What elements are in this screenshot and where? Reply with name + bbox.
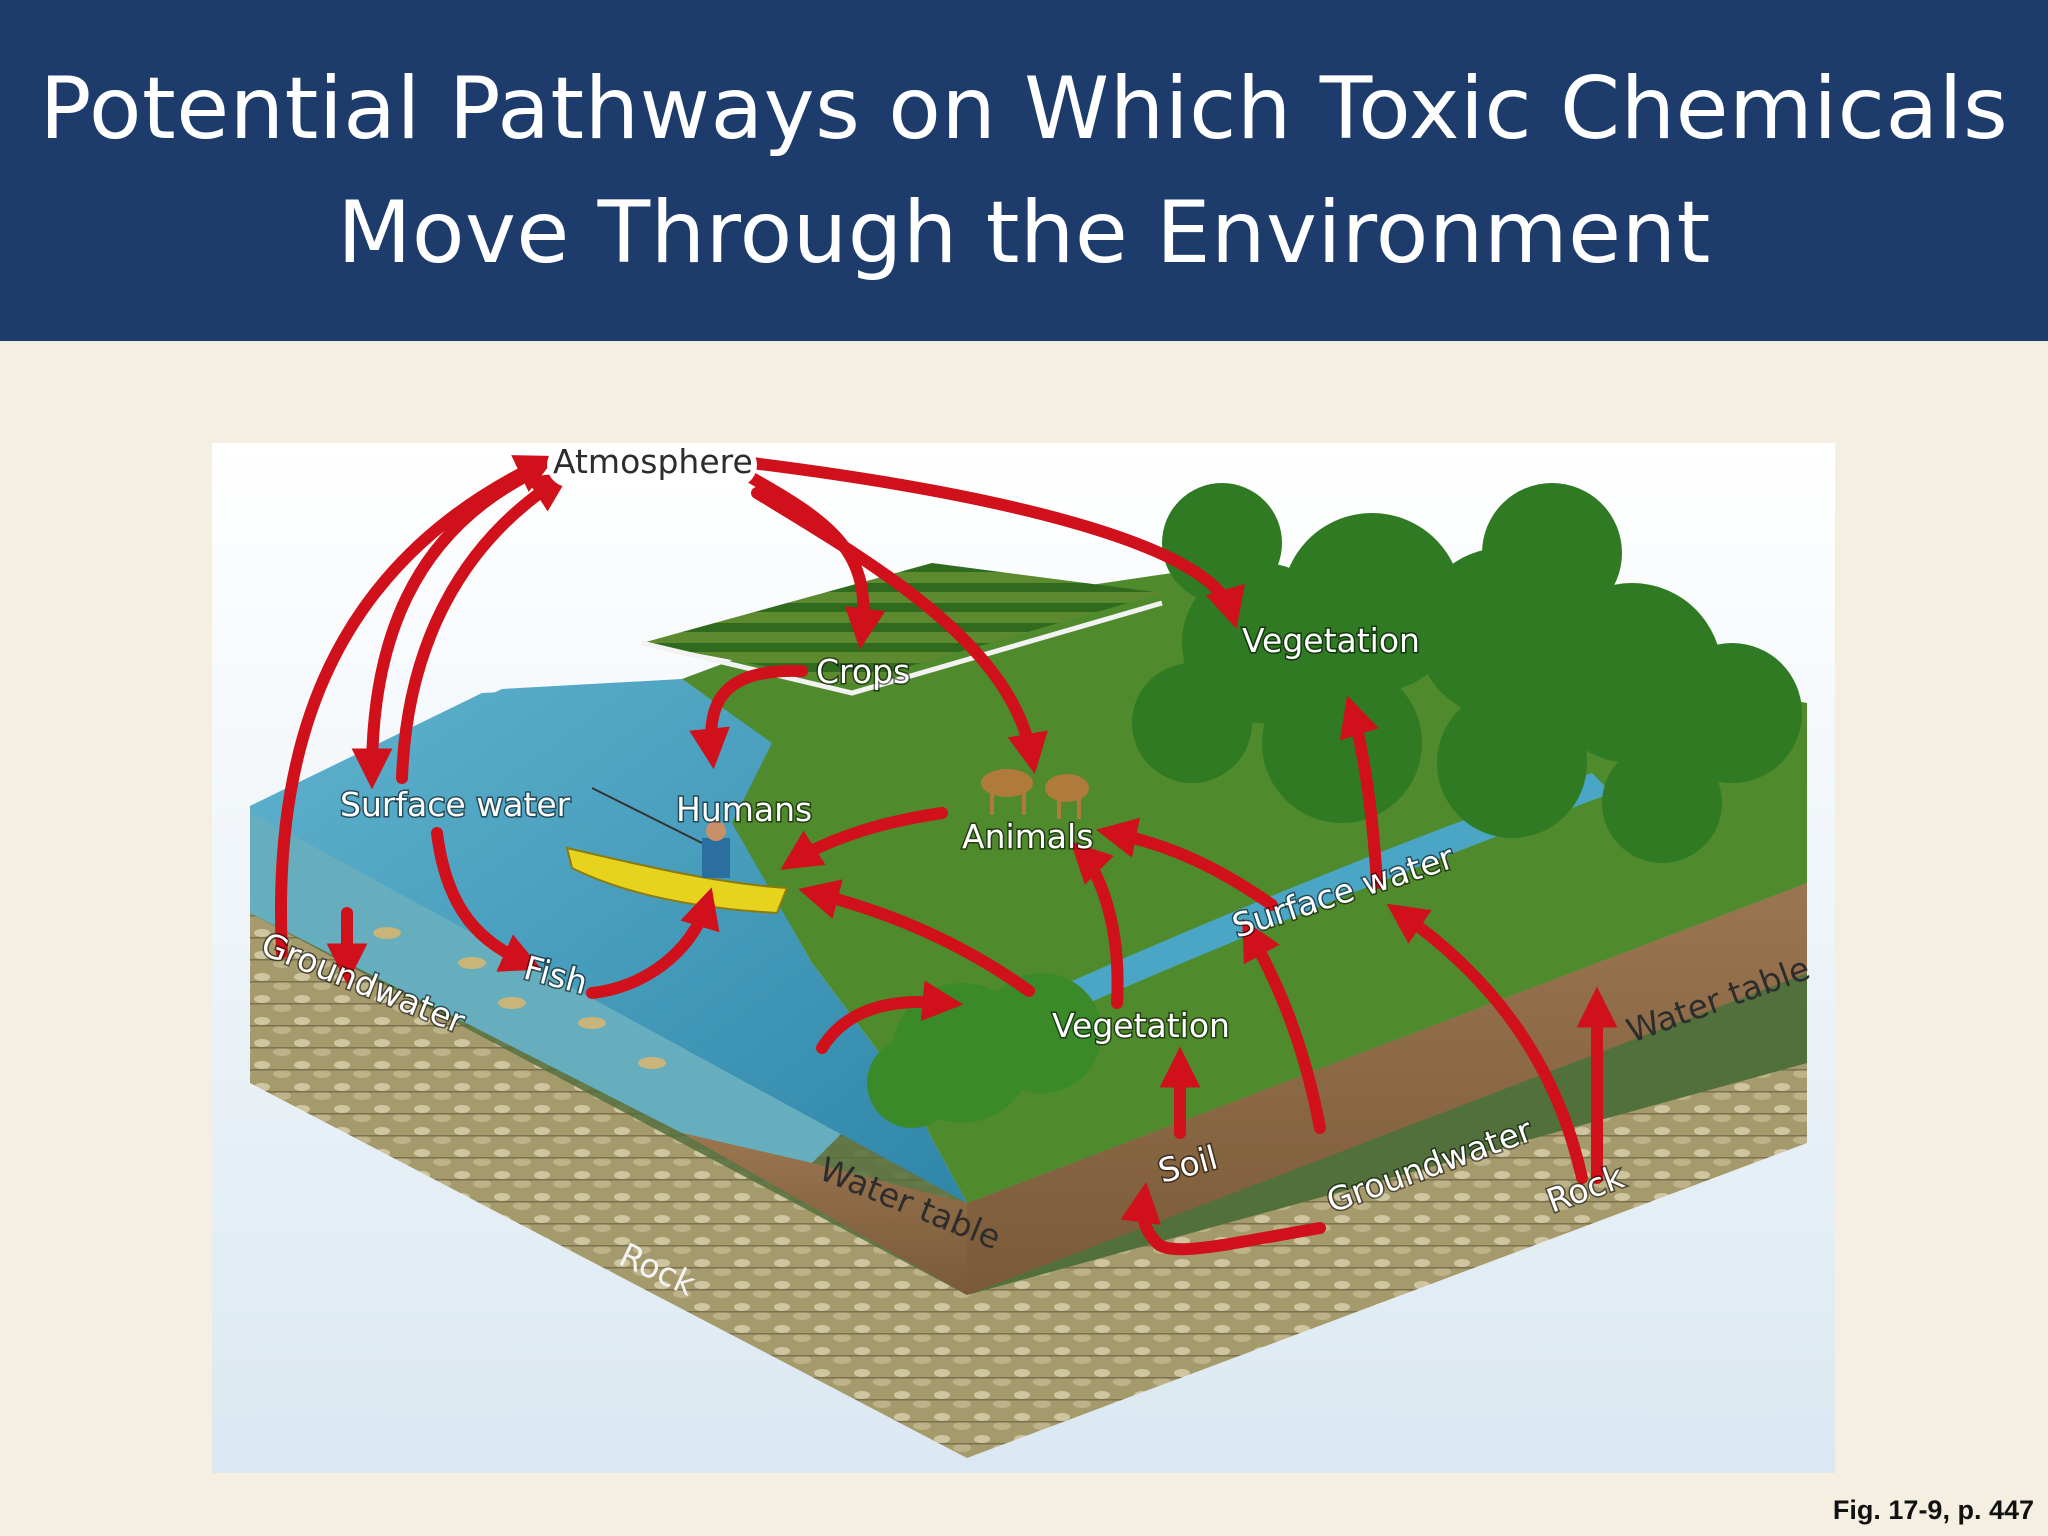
- label-vegetation-top: Vegetation: [1242, 621, 1420, 660]
- arrow-vegetation-to-animals: [1070, 841, 1124, 1009]
- forest-trees: [1132, 483, 1802, 863]
- arrow-groundwater-to-soil: [1120, 1181, 1326, 1256]
- figure-reference: Fig. 17-9, p. 447: [1832, 1495, 2034, 1525]
- water-cross-section: [250, 806, 852, 1163]
- arrow-water-to-vegetation: [816, 980, 964, 1054]
- diagram-canvas: Atmosphere Crops Vegetation Surface wate…: [212, 443, 1835, 1473]
- arrow-animals-to-humans: [780, 807, 948, 870]
- atmosphere-label-bg: [547, 443, 757, 487]
- arrow-surface-water-to-vegetation: [1339, 695, 1383, 889]
- arrow-surface-water-to-animals: [1095, 817, 1278, 911]
- pathways-diagram: Atmosphere Crops Vegetation Surface wate…: [212, 443, 1835, 1473]
- label-humans: Humans: [676, 790, 812, 829]
- label-animals: Animals: [962, 817, 1093, 856]
- arrow-surface-water-to-fish: [431, 827, 542, 972]
- fish: [373, 927, 666, 1069]
- label-vegetation-mid: Vegetation: [1052, 1006, 1230, 1045]
- crop-field: [642, 563, 1162, 683]
- title-bar: Potential Pathways on Which Toxic Chemic…: [0, 0, 2048, 341]
- arrow-groundwater-to-surface-water: [1242, 918, 1326, 1134]
- slide-title-line-2: Move Through the Environment: [337, 182, 1711, 283]
- soil-wedge-left: [682, 1133, 967, 1295]
- slide-title-line-1: Potential Pathways on Which Toxic Chemic…: [39, 58, 2009, 159]
- arrow-vegetation-to-humans: [798, 879, 1035, 997]
- surface-water-area: [250, 679, 967, 1203]
- stream-right: [932, 773, 1612, 1063]
- label-atmosphere: Atmosphere: [553, 443, 753, 481]
- fence: [641, 600, 1163, 696]
- arrow-atmosphere-to-vegetation: [746, 457, 1245, 629]
- deer-animals: [981, 769, 1089, 819]
- arrow-fish-to-humans: [586, 887, 720, 999]
- arrow-surface-water-to-atmosphere: [396, 472, 571, 784]
- label-crops: Crops: [816, 652, 910, 691]
- arrow-crops-to-humans: [689, 664, 808, 770]
- arrow-atmosphere-to-surface-water: [351, 467, 538, 790]
- pathway-arrows: [274, 455, 1618, 1256]
- riverbank-trees: [867, 973, 1102, 1128]
- label-surface-water-left: Surface water: [340, 785, 571, 824]
- arrow-atmosphere-to-animals: [751, 487, 1048, 775]
- right-block-face-soil: [967, 883, 1807, 1295]
- arrow-rock-to-surface-water: [1386, 903, 1588, 1184]
- boat-with-fisherman: [565, 787, 789, 915]
- arrow-groundwater-to-atmosphere: [274, 455, 557, 959]
